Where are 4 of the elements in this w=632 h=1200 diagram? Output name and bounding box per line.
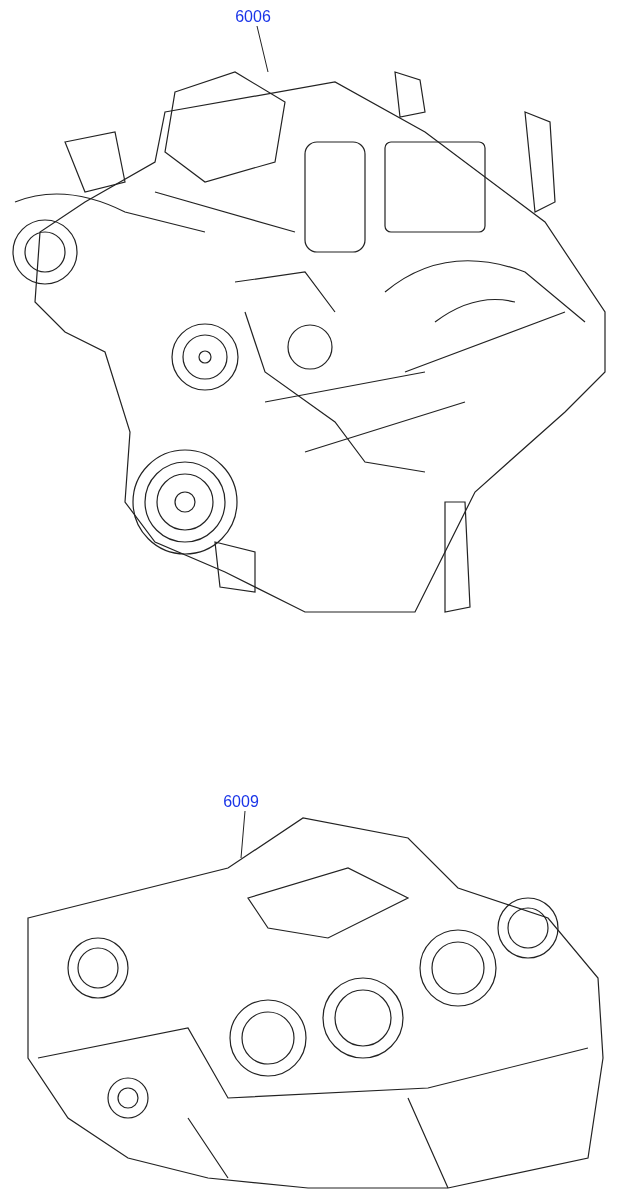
leader-line <box>240 810 246 859</box>
callout-number: 6009 <box>222 793 260 811</box>
callout-number: 6006 <box>234 8 272 26</box>
leader-line <box>256 25 269 73</box>
